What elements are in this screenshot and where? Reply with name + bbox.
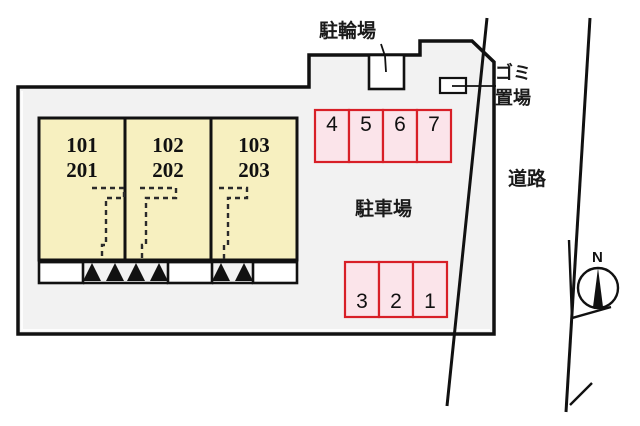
stair-marker-5: [212, 263, 230, 281]
garbage-area-label-line1: ゴミ: [495, 63, 531, 83]
stair-marker-2: [106, 263, 124, 281]
garbage-area-label-line2: 置場: [495, 88, 531, 108]
unit-3-floor2: 203: [238, 157, 270, 182]
road-edge-line-outer: [564, 17, 592, 413]
parking-stall-7: [415, 108, 453, 164]
stair-marker-3: [127, 263, 145, 281]
parking-stall-number-3: 3: [356, 290, 368, 313]
compass-north-label: N: [592, 249, 603, 266]
parking-stall-number-1: 1: [424, 290, 436, 313]
unit-2-floor1: 102: [152, 133, 184, 157]
unit-label-1: 101 201: [39, 133, 125, 183]
compass-needle-highlight: [596, 270, 600, 306]
parking-stall-number-5: 5: [360, 113, 372, 136]
unit-3-floor1: 103: [238, 133, 270, 157]
stair-marker-6: [235, 263, 253, 281]
unit-label-3: 103 203: [211, 133, 297, 183]
stair-marker-1: [83, 263, 101, 281]
parking-row-lower: [343, 260, 449, 319]
road-branch-line: [567, 239, 612, 320]
road-label: 道路: [508, 169, 547, 190]
parking-stall-1: [411, 260, 449, 319]
unit-1-floor1: 101: [66, 133, 98, 157]
parking-stall-5: [347, 108, 385, 164]
bicycle-parking-leader-line: [380, 43, 387, 73]
unit-2-dashed-partition: [140, 186, 178, 260]
road-tick-line: [569, 382, 593, 406]
unit-2-floor2: 202: [152, 157, 184, 182]
parking-stall-number-7: 7: [428, 113, 440, 136]
balcony-box-3: [251, 260, 299, 285]
bicycle-parking-label: 駐輪場: [319, 21, 377, 42]
unit-1-floor2: 201: [66, 157, 98, 182]
balcony-box-2: [166, 260, 214, 285]
parking-stall-number-6: 6: [394, 113, 406, 136]
unit-1-dashed-partition: [92, 186, 126, 260]
stair-marker-4: [150, 263, 168, 281]
compass-rose: [576, 266, 620, 310]
parking-stall-number-2: 2: [390, 290, 402, 313]
road-edge-line-inner: [445, 17, 489, 407]
parking-stall-2: [377, 260, 415, 319]
balcony-box-1: [37, 260, 85, 285]
unit-label-2: 102 202: [125, 133, 211, 183]
bicycle-parking-box: [367, 53, 406, 91]
car-parking-label: 駐車場: [355, 199, 413, 220]
parking-row-upper: [313, 108, 453, 164]
unit-3-dashed-partition: [219, 186, 249, 260]
site-boundary-inner-line: [21, 91, 490, 331]
parking-stall-number-4: 4: [326, 113, 338, 136]
